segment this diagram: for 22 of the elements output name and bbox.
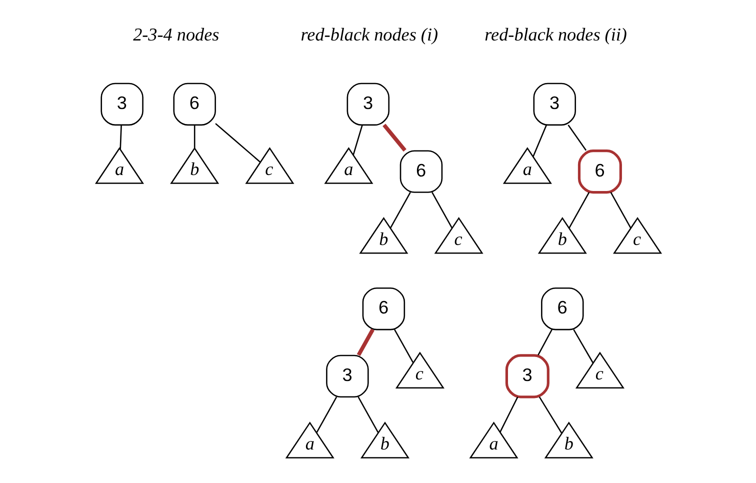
connector <box>382 124 406 152</box>
connector <box>567 124 586 151</box>
connector <box>316 396 337 433</box>
connector <box>352 124 362 155</box>
connector <box>193 124 195 148</box>
label: red-black nodes (ii) <box>484 24 626 44</box>
connector <box>356 328 374 356</box>
connector <box>119 124 122 150</box>
connector <box>394 329 414 363</box>
connector <box>357 396 378 433</box>
connector <box>538 396 562 434</box>
connector <box>499 396 518 432</box>
connector <box>389 192 410 228</box>
label: 2-3-4 nodes <box>132 24 219 44</box>
connector <box>532 124 547 157</box>
connector <box>214 123 260 162</box>
connector <box>568 192 590 228</box>
label: red-black nodes (i) <box>300 24 438 44</box>
connector <box>610 192 631 228</box>
connector <box>431 192 452 228</box>
connector <box>572 329 594 364</box>
connector <box>537 329 552 356</box>
